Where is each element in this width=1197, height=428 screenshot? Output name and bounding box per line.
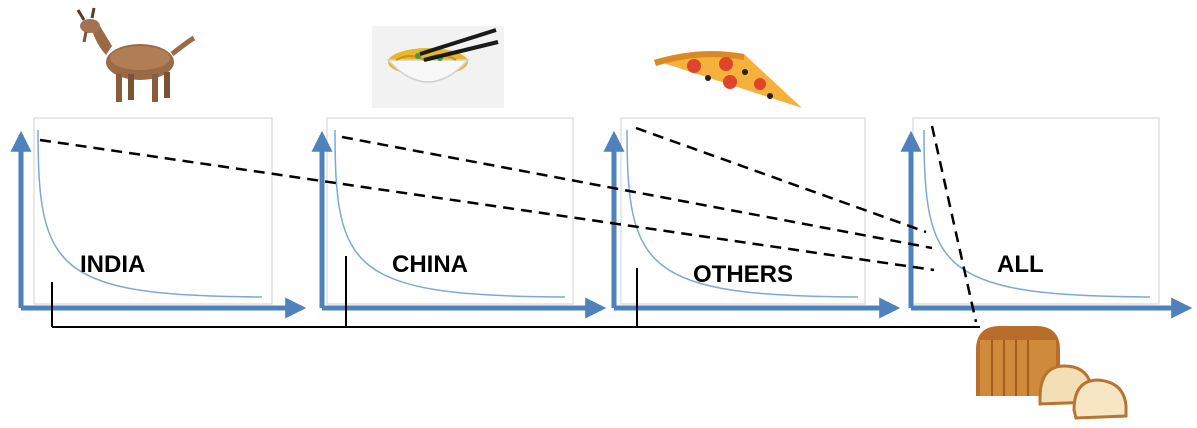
panel-frame-china — [326, 117, 574, 305]
dashed-connector-india — [39, 138, 935, 272]
long-tail-curve-india — [37, 129, 263, 298]
panel-label-india: INDIA — [80, 251, 145, 278]
long-tail-curve-others — [626, 129, 859, 298]
panel-label-others: OTHERS — [693, 261, 793, 288]
noodle-bowl-icon — [372, 26, 504, 108]
bread-loaf-icon — [976, 326, 1128, 420]
axes-all — [900, 130, 1193, 319]
dashed-connector-china — [341, 135, 933, 250]
dashed-connector-all — [930, 125, 978, 323]
panel-frame-india — [33, 117, 273, 305]
dashed-connectors — [39, 125, 978, 323]
axes-china — [311, 130, 607, 319]
axes-others — [603, 130, 901, 319]
goat-icon — [76, 7, 196, 102]
solid-bracket — [51, 256, 980, 328]
long-tail-curve-china — [334, 129, 566, 298]
axes-india — [10, 130, 307, 319]
panel-label-china: CHINA — [392, 251, 468, 278]
long-tail-curve-all — [923, 129, 1151, 298]
pizza-slice-icon — [654, 51, 802, 108]
panel-label-all: ALL — [997, 251, 1044, 278]
dashed-connector-others — [635, 126, 927, 234]
